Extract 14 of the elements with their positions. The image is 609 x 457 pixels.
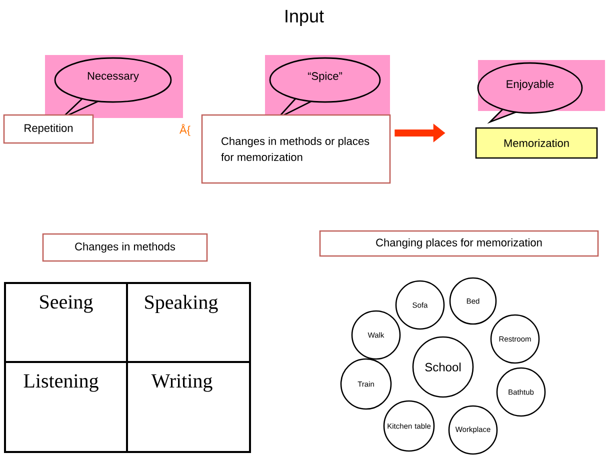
table-cell-text: Speaking [145,294,218,314]
text-box: Memorization [475,127,598,159]
table-cell-text: Listening [24,374,98,392]
symbol: Å{ [180,124,190,136]
speech-bubble: Enjoyable [477,60,605,124]
speech-bubble: Necessary [45,55,183,120]
text-box: Changes in methods [42,233,208,262]
text-box: Repetition [3,114,94,144]
table-cell-text: Seeing [40,295,93,313]
speech-bubble: “Spice” [265,55,390,120]
text-box: Changing places for memorization [319,230,599,257]
table-cell-text: Writing [151,374,212,392]
text-box: Changes in methods or places for memorization [201,114,391,184]
title: Input [286,10,324,26]
